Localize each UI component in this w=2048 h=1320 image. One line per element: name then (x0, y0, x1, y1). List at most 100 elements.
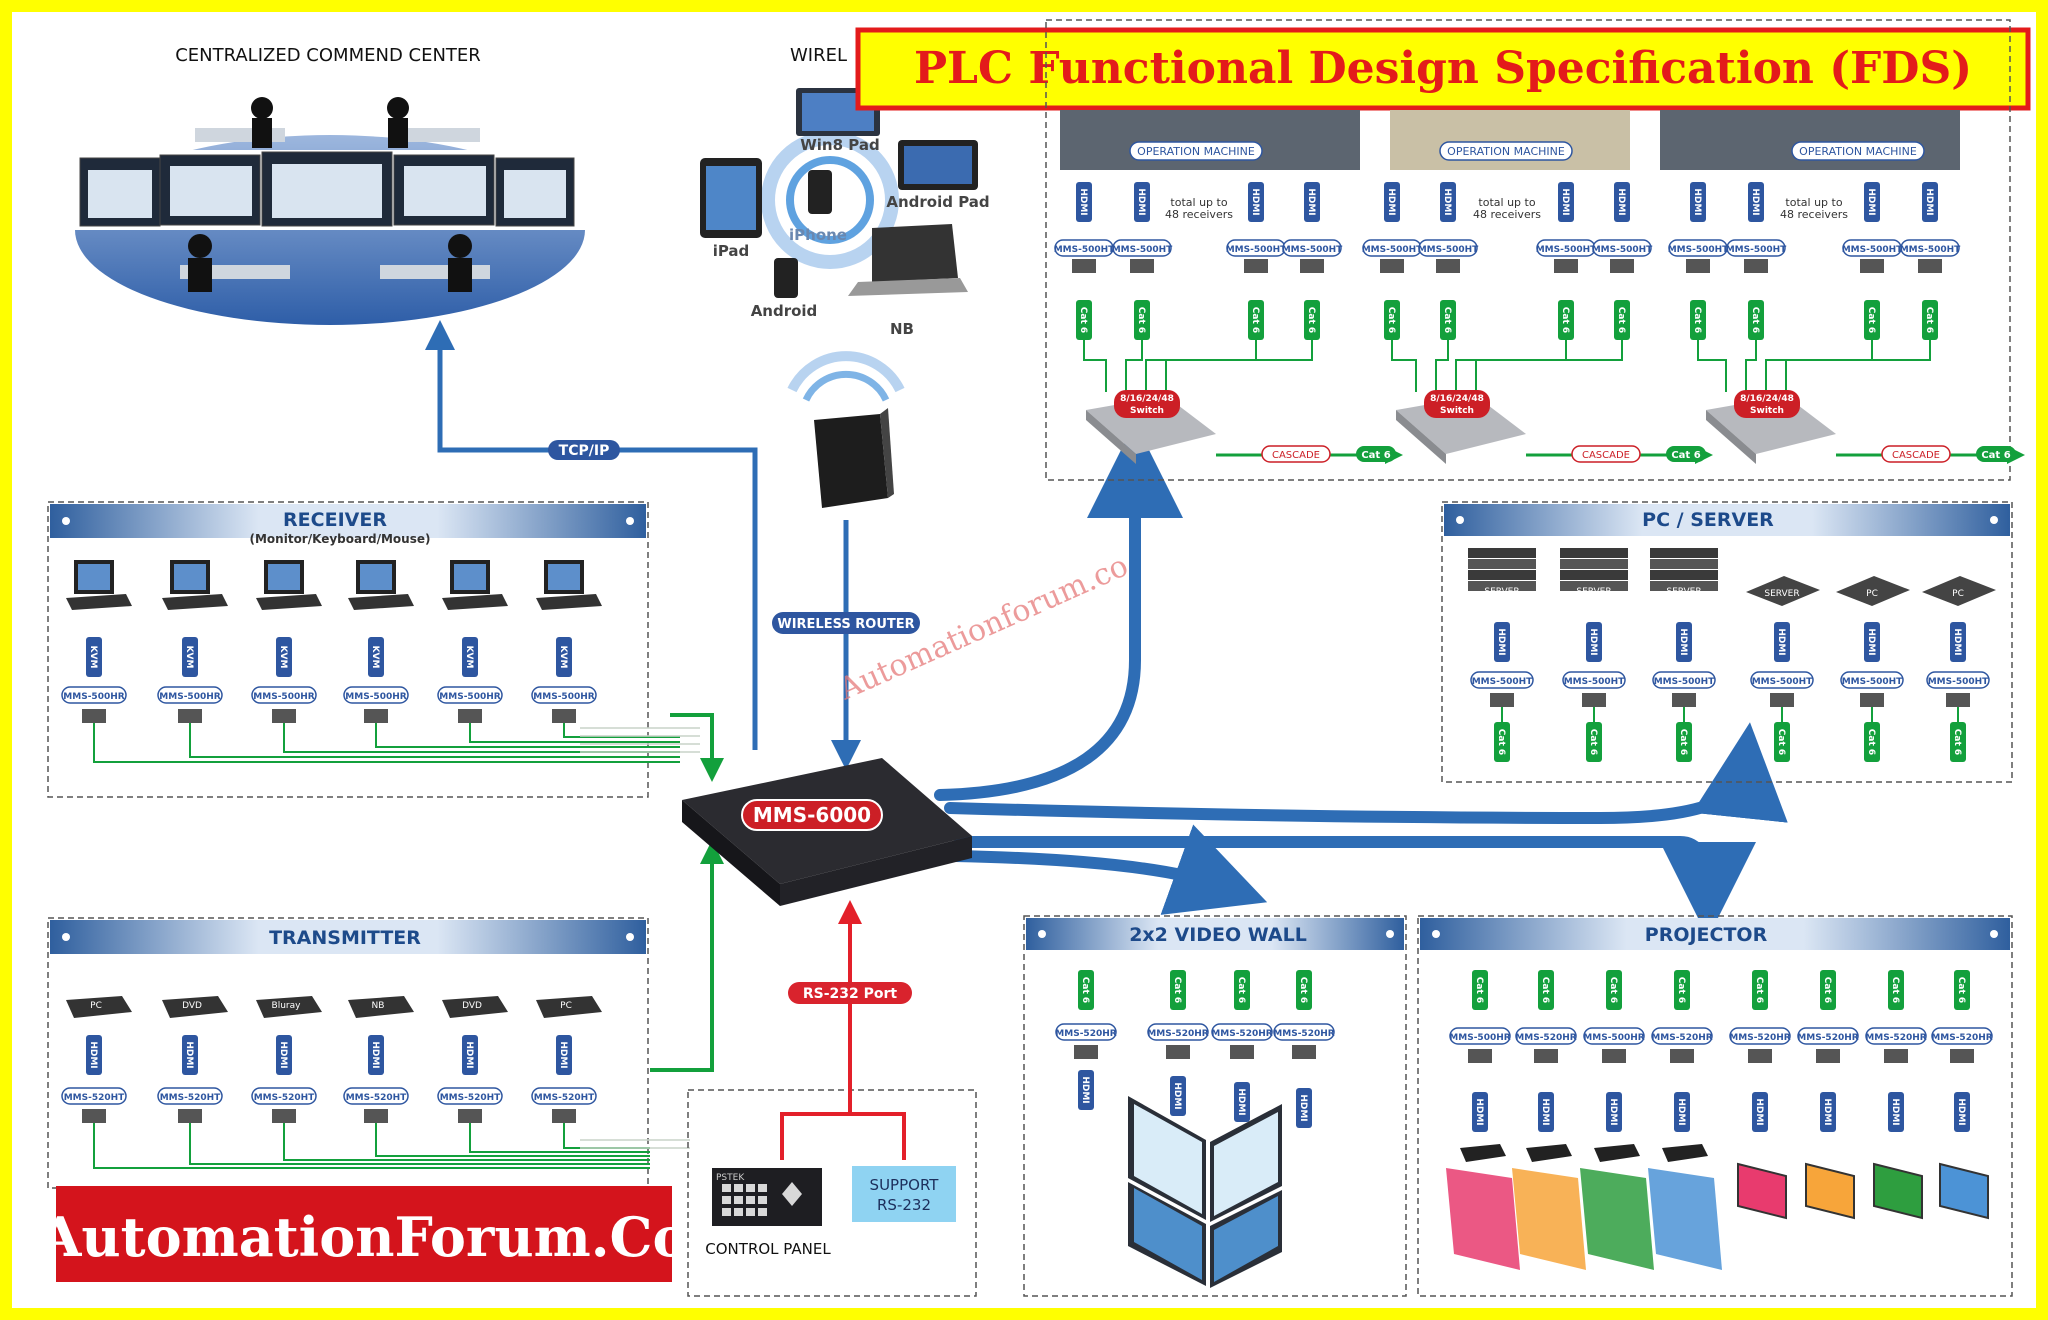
wall-module (1273, 1023, 1335, 1041)
receiver-module-text: MMS-500HR (253, 692, 314, 702)
cascade-cat-badge (1356, 446, 1396, 462)
machine-cat6 (1076, 300, 1092, 340)
wall-module-text: MMS-520HR (1211, 1029, 1272, 1039)
server-box (1672, 693, 1696, 707)
machine-cat6 (1558, 300, 1574, 340)
machine-cat6-text: Cat 6 (1560, 307, 1570, 333)
cascade-cat-badge (1976, 446, 2016, 462)
machine-hdmi (1384, 182, 1400, 222)
switch-badge-line2: Switch (1130, 406, 1164, 416)
server-module (1750, 671, 1814, 689)
machine-note-2: 48 receivers (1473, 208, 1541, 221)
control-key (722, 1208, 731, 1216)
keyboard-icon (256, 594, 322, 610)
transmitter-panel: TRANSMITTER PCHDMIMMS-520HTDVDHDMIMMS-52… (47, 917, 650, 1189)
video-wall-screens (1128, 1096, 1282, 1288)
projection-screen (1737, 1162, 1787, 1220)
receiver-module (251, 686, 317, 704)
transmitter-module (157, 1087, 223, 1105)
machine-hdmi-text: HDMI (1616, 188, 1626, 215)
machine-module-text: MMS-500HT (1668, 245, 1729, 255)
receiver-box (82, 709, 106, 723)
wall-module (1211, 1023, 1273, 1041)
wall-hdmi-text: HDMI (1298, 1094, 1308, 1121)
transmitter-box (82, 1109, 106, 1123)
hdmi-cable-text: HDMI (184, 1041, 194, 1068)
server-module-text: MMS-500HT (1472, 677, 1533, 687)
wall-module-text: MMS-520HR (1147, 1029, 1208, 1039)
source-device-icon (536, 996, 602, 1018)
machine-module-text: MMS-500HT (1054, 245, 1115, 255)
pc-label: SERVER (1764, 589, 1799, 599)
kvm-cable (182, 637, 198, 677)
server-cat6 (1950, 722, 1966, 762)
machine-note-1: total up to (1478, 196, 1535, 209)
server-icon (1560, 548, 1628, 558)
machine-cat6 (1748, 300, 1764, 340)
transmitter-module-text: MMS-520HT (254, 1093, 315, 1103)
keyboard-icon (536, 594, 602, 610)
projector-module-text: MMS-520HR (1797, 1033, 1858, 1043)
server-hdmi (1950, 622, 1966, 662)
server-hdmi-text: HDMI (1776, 628, 1786, 655)
projector-cat6-text: Cat 6 (1676, 977, 1686, 1003)
server-icon (1650, 548, 1718, 558)
source-device-label: NB (372, 1001, 385, 1011)
pc-label: PC (1866, 589, 1878, 599)
kvm-cable-text: KVM (370, 646, 380, 669)
machine-hdmi (1864, 182, 1880, 222)
server-icon (1560, 559, 1628, 569)
kvm-cable (462, 637, 478, 677)
machine-hdmi (1614, 182, 1630, 222)
machine-hdmi-text: HDMI (1250, 188, 1260, 215)
receiver-panel: RECEIVER (Monitor/Keyboard/Mouse) KVMMMS… (47, 501, 680, 798)
receiver-box (552, 709, 576, 723)
wireless-router: WIRELESS ROUTER (772, 351, 920, 634)
receiver-station: KVM MMS-500HR (61, 560, 680, 763)
projector-cat6-text: Cat 6 (1890, 977, 1900, 1003)
projector-box (1816, 1049, 1840, 1063)
command-center-label: CENTRALIZED COMMEND CENTER (175, 45, 481, 66)
projector-module (1865, 1027, 1927, 1045)
title-banner: PLC Functional Design Specification (FDS… (855, 27, 2031, 111)
machine-icon (1060, 110, 1360, 170)
projector-hdmi (1820, 1092, 1836, 1132)
machine-label-pill (1129, 141, 1263, 161)
wall-hdmi-text: HDMI (1080, 1076, 1090, 1103)
switch-badge-line2: Switch (1440, 406, 1474, 416)
server-cat6 (1864, 722, 1880, 762)
machine-cat6-text: Cat 6 (1750, 307, 1760, 333)
machine-box (1610, 259, 1634, 273)
projector-cat6 (1606, 970, 1622, 1010)
machine-hdmi (1134, 182, 1150, 222)
machine-cat6-text: Cat 6 (1078, 307, 1088, 333)
server-cat6-text: Cat 6 (1678, 729, 1688, 755)
server-hdmi (1676, 622, 1692, 662)
machine-note-2: 48 receivers (1165, 208, 1233, 221)
hdmi-cable-text: HDMI (370, 1041, 380, 1068)
keyboard-icon (348, 594, 414, 610)
projector-module (1583, 1027, 1645, 1045)
device-label-iphone: iPhone (789, 226, 847, 244)
cascade-cat-badge (1666, 446, 1706, 462)
wall-module-text: MMS-520HR (1273, 1029, 1334, 1039)
machine-cat6 (1134, 300, 1150, 340)
device-label-android: Android (751, 302, 818, 320)
server-icon (1650, 570, 1718, 580)
switch-badge (1114, 390, 1180, 418)
machine-hdmi-text: HDMI (1866, 188, 1876, 215)
projector-icon (1594, 1144, 1640, 1162)
projector-box (1884, 1049, 1908, 1063)
receiver-module (157, 686, 223, 704)
source-device-label: Bluray (272, 1001, 302, 1011)
